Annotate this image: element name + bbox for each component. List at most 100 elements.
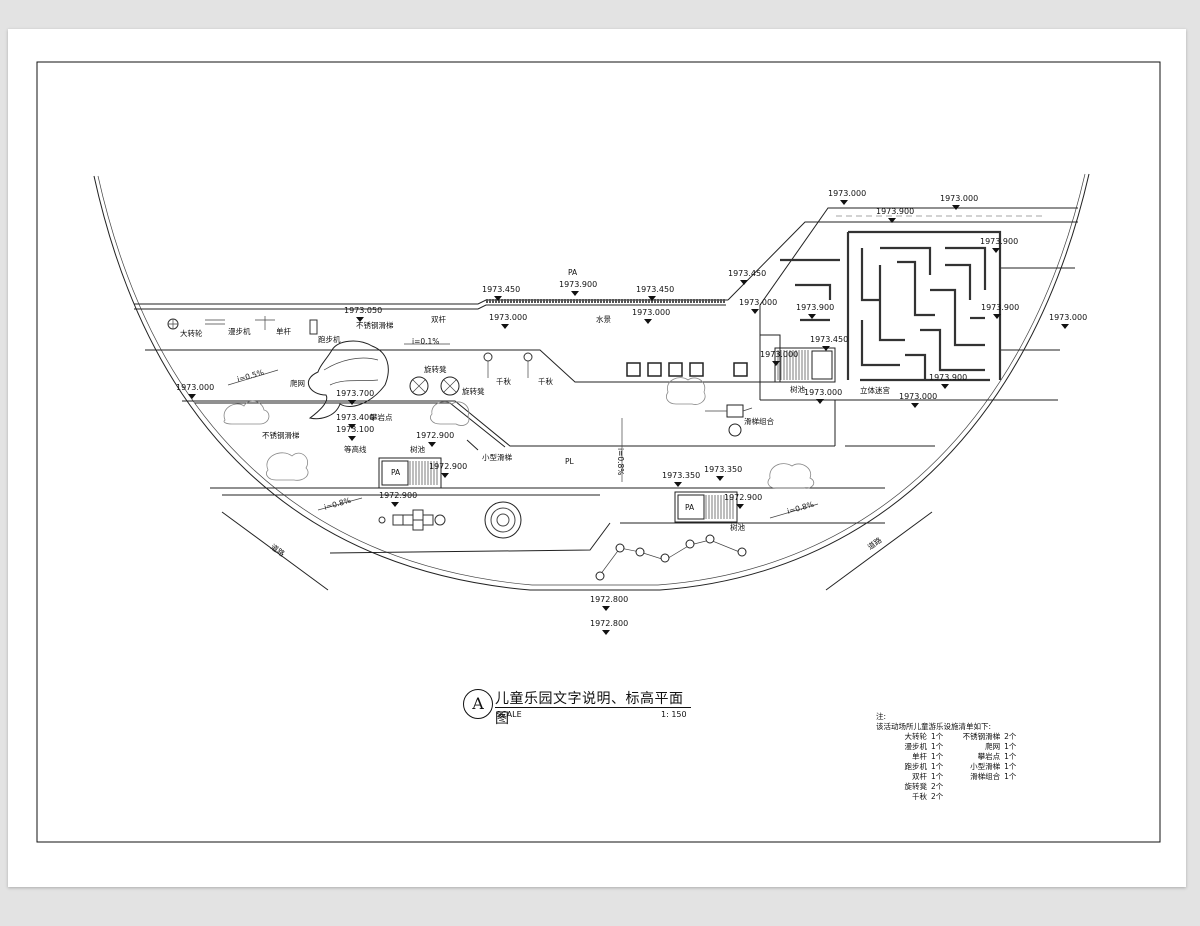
elevation-marker-icon [674,482,682,487]
road-line-right [825,511,933,591]
label-xuanzhuan-2: 旋转凳 [462,386,485,396]
small-slide [466,439,479,451]
elevation-label: 1972.900 [724,493,762,502]
planter-maze [774,347,836,383]
elevation-label: 1973.700 [336,389,374,398]
elevation-label: 1973.000 [804,388,842,397]
notes-item-count: 1个 [1004,772,1017,781]
label-migong: 立体迷宫 [860,385,890,395]
elevation-label: 1973.000 [899,392,937,401]
elevation-marker-icon [740,280,748,285]
elevation-marker-icon [494,296,502,301]
notes-item-name: 不锈钢滑梯 [962,732,1001,741]
notes-item-name [953,792,1000,802]
elevation-marker-icon [348,424,356,429]
planter-right [674,491,738,523]
elevation-label: 1973.000 [828,189,866,198]
elevation-marker-icon [348,436,356,441]
notes-item-count: 2个 [930,782,944,791]
elevation-label: 1973.450 [636,285,674,294]
notes-item-count: 1个 [1004,752,1017,761]
elevation-marker-icon [356,317,364,322]
drawing-title-block: A 儿童乐园文字说明、标高平面图 SCALE 1: 150 [463,688,693,727]
notes-item-count: 1个 [930,762,944,771]
elevation-label: 1973.450 [482,285,520,294]
climbing-structure [307,340,389,420]
notes-item-name: 小型滑梯 [970,762,1001,771]
elevation-label: 1973.350 [662,471,700,480]
label-paobuji: 跑步机 [318,334,341,344]
elevation-marker-icon [188,394,196,399]
road-line-left [221,511,329,591]
scale-label: SCALE [496,710,522,719]
elevation-marker-icon [888,218,896,223]
tree-cloud-3 [430,401,470,426]
elevation-marker-icon [648,296,656,301]
elevation-marker-icon [772,361,780,366]
label-shuanggan: 双杆 [431,314,446,324]
elevation-marker-icon [941,384,949,389]
notes-item-name: 爬网 [985,742,1001,751]
label-road-1: 道路 [269,542,287,559]
label-shuchi-3: 树池 [790,384,805,394]
round-play-sculpture [484,501,522,539]
stepping-stones [595,534,747,581]
label-pa-top: PA [568,268,578,277]
notes-item-count: 2个 [1004,732,1017,741]
elevation-label: 1973.400 [336,413,374,422]
elevation-marker-icon [348,400,356,405]
tree-cloud-4 [666,377,706,405]
elevation-label: 1973.450 [810,335,848,344]
label-shuchi-2: 树池 [730,522,745,532]
slope-arrows [227,343,819,519]
label-dazhuanlun: 大转轮 [180,328,203,338]
swing-1-icon [483,352,493,362]
drawing-frame [36,61,1161,843]
elevation-label: 1973.900 [980,237,1018,246]
elevation-marker-icon [428,442,436,447]
elevation-marker-icon [952,205,960,210]
tree-cloud-2 [266,452,309,481]
notes-item-count: 1个 [930,772,944,781]
maze [780,230,1002,382]
label-xiaoxing: 小型滑梯 [482,452,512,462]
elevation-marker-icon [716,476,724,481]
label-shuchi-1: 树池 [410,444,425,454]
notes-item-name: 单杆 [911,752,927,761]
elevation-label: 1972.800 [590,595,628,604]
elevation-label: 1972.900 [379,491,417,500]
elevation-marker-icon [501,324,509,329]
fitness-equipment [167,316,318,335]
drawing-title: 儿童乐园文字说明、标高平面图 [495,691,684,727]
elevation-marker-icon [1061,324,1069,329]
elevation-marker-icon [993,314,1001,319]
elevation-label: 1973.900 [796,303,834,312]
label-qiuqian-2: 千秋 [538,376,553,386]
elevation-markers: 1973.000 1973.900 1973.000 1973.900 1973.450… [176,189,1087,635]
elevation-label: 1973.000 [1049,313,1087,322]
elevation-label: 1973.000 [760,350,798,359]
elevation-marker-icon [391,502,399,507]
elevation-marker-icon [751,309,759,314]
label-huati: 滑梯组合 [744,416,774,426]
spinning-seat-2-icon [440,376,460,396]
bench-icons [626,362,748,377]
label-qiuqian-1: 千秋 [496,376,511,386]
notes-item-count [1000,782,1026,792]
elevation-marker-icon [602,606,610,611]
elevation-label: 1973.900 [559,280,597,289]
label-slope-3: i=0.8% [323,496,352,512]
notes-item-count: 1个 [930,732,944,741]
notes-item-name [953,782,1000,792]
elevation-label: 1973.900 [929,373,967,382]
label-slope-4: i=0.8% [786,500,815,516]
notes-item-count: 1个 [1004,762,1017,771]
label-pa-left: PA [391,468,401,477]
